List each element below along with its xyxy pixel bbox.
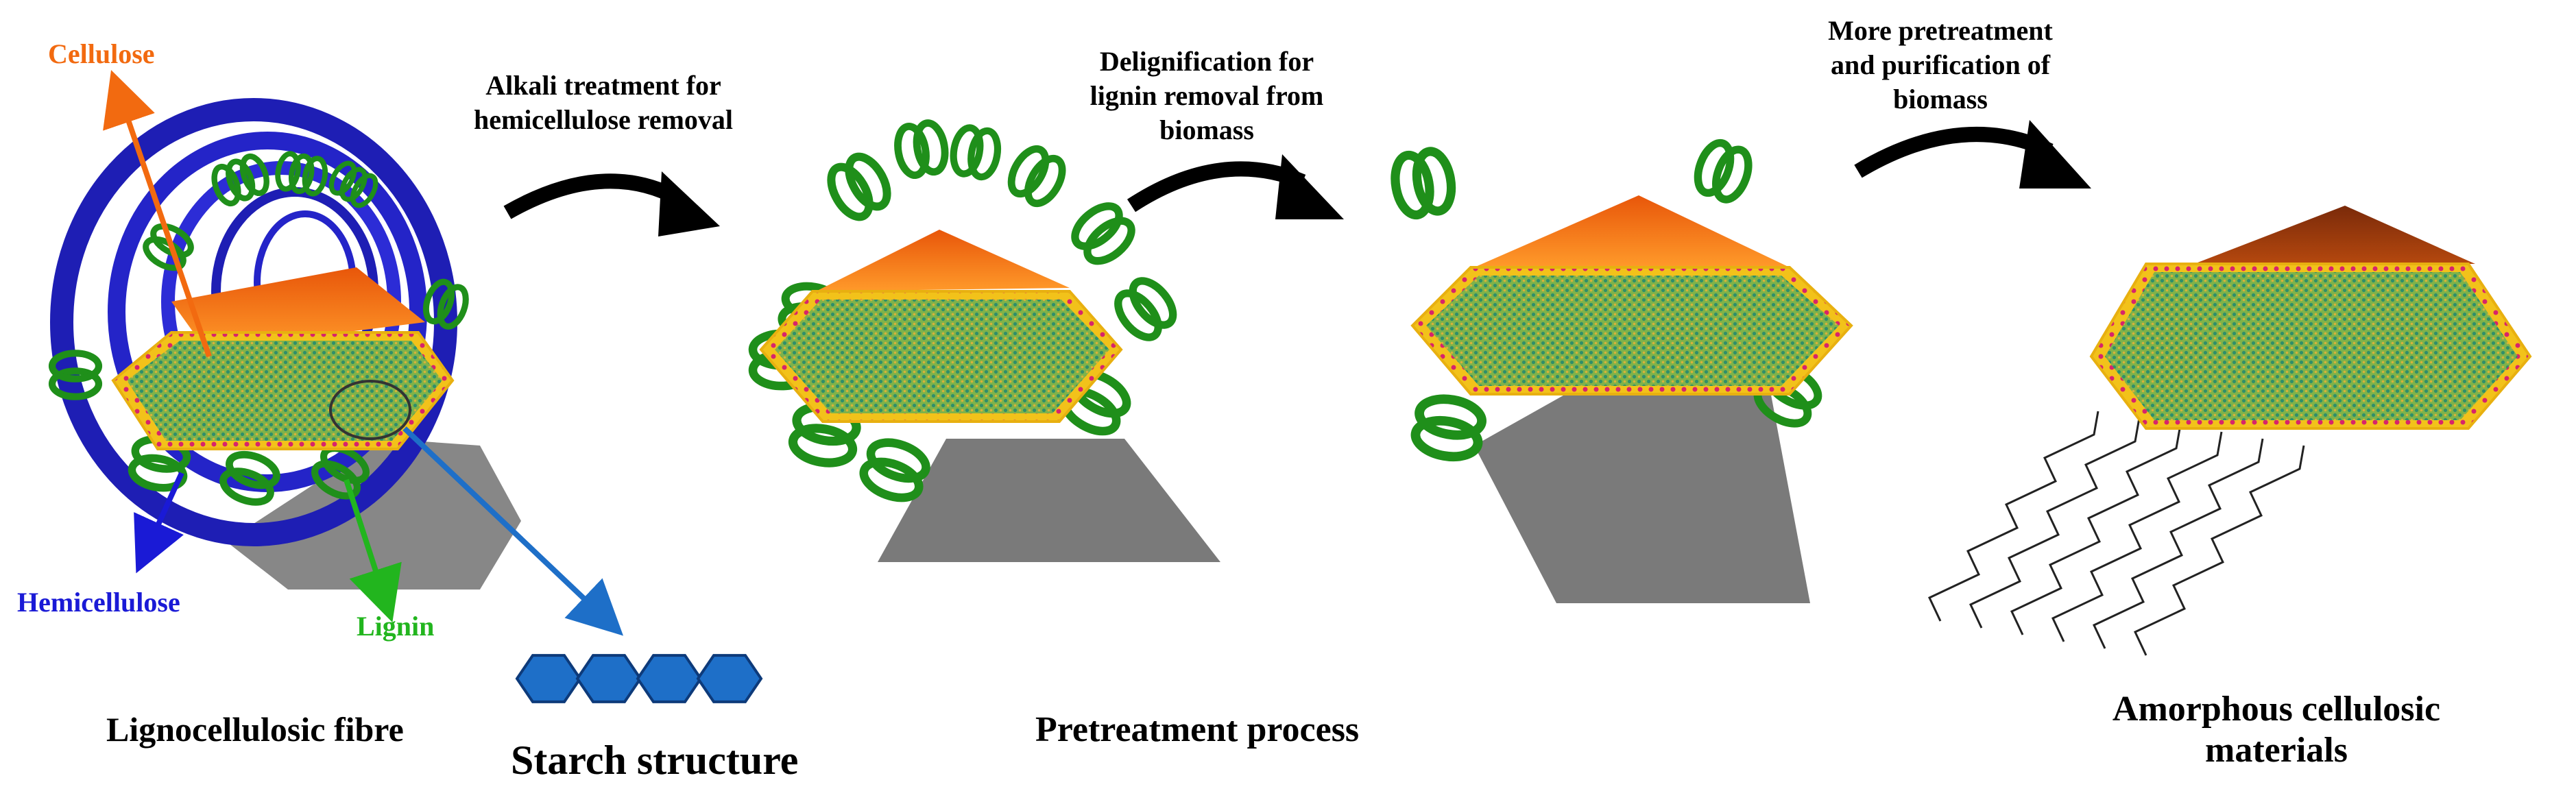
cellulose-chain [2010,424,2182,635]
lignocellulosic-fibre-title: Lignocellulosic fibre [106,710,404,749]
helix-coil [219,450,280,506]
helix-coil [1694,138,1753,204]
helix-coil [894,119,949,180]
helix-coil [827,152,891,221]
step-delignification-label: Delignification for lignin removal from … [1049,45,1364,147]
panel2-shadow [878,439,1220,562]
process-arrow-3 [1854,120,2091,189]
helix-coil [1007,145,1066,208]
helix-coil [328,160,378,208]
lignin-pointer-arrow [344,478,402,623]
cellulose-pointer-arrow [103,70,212,358]
amorphous-title: Amorphous cellulosic materials [2084,689,2468,771]
helix-coil [1391,147,1456,220]
helix-coil [1071,202,1135,265]
cellulose-crystal-panel3 [1410,195,1853,396]
starch-hexagon [515,654,582,703]
cellulose-crystal-panel4 [2089,206,2532,430]
process-arrow-1 [503,171,720,236]
hemicellulose-label: Hemicellulose [17,587,180,618]
starch-hexagons [515,654,763,703]
cellulose-chain [2093,438,2264,649]
step-alkali-label: Alkali treatment for hemicellulose remov… [425,69,782,137]
panel3-shadow [1474,384,1810,603]
helix-coil [48,350,103,400]
step-more-line2: and purification of [1830,49,2051,80]
pretreatment-process-title: Pretreatment process [1035,710,1360,749]
helix-coil [211,153,269,207]
step-alkali-line1: Alkali treatment for [485,70,721,101]
cellulose-crystal-fibre [111,267,455,450]
starch-hexagon [575,654,642,703]
cellulose-chain [2051,431,2223,642]
cellulose-chain [2134,445,2305,656]
step-delig-line3: biomass [1159,114,1254,145]
starch-hexagon [696,654,763,703]
step-more-pretreatment-label: More pretreatment and purification of bi… [1783,14,2098,117]
helix-coil [859,438,930,502]
amorphous-title-line2: materials [2205,731,2348,770]
step-delig-line1: Delignification for [1099,46,1314,77]
lignin-label: Lignin [357,611,435,642]
helix-coil [422,278,469,330]
starch-structure-title: Starch structure [511,738,799,783]
cellulose-label: Cellulose [48,38,155,69]
amorphous-chains [1928,411,2305,656]
helix-coil [1410,394,1486,462]
process-arrow-2 [1127,154,1344,219]
cellulose-chain [1928,411,2099,622]
step-delig-line2: lignin removal from [1090,80,1324,111]
step-more-line3: biomass [1893,84,1988,114]
fibre-shadow [226,439,521,590]
cellulose-chain [1969,417,2141,629]
starch-pointer-arrow [402,426,624,636]
helix-coil [950,124,1002,181]
helix-coil [1114,277,1177,341]
cellulose-crystal-panel2 [759,230,1123,423]
amorphous-title-line1: Amorphous cellulosic [2112,690,2441,729]
starch-hexagon [636,654,703,703]
step-alkali-line2: hemicellulose removal [473,104,734,135]
hemicellulose-pointer-arrow [134,472,184,574]
helix-coil [311,444,370,500]
step-more-line1: More pretreatment [1828,15,2053,46]
